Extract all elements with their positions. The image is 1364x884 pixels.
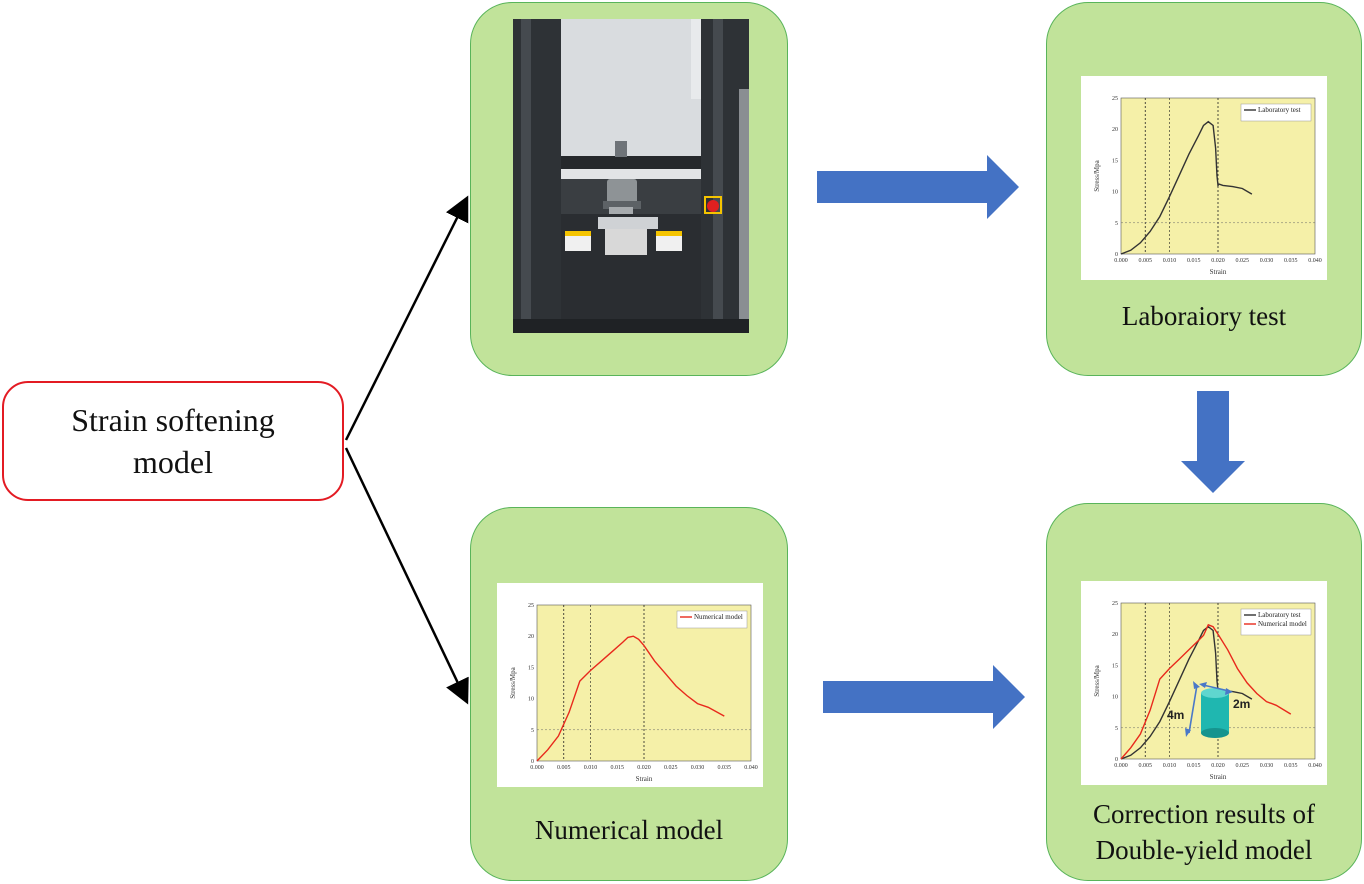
x-tick-label: 0.000	[1114, 258, 1128, 264]
y-axis-label: Stress/Mpa	[1093, 159, 1101, 191]
y-tick-label: 15	[528, 665, 534, 671]
y-tick-label: 5	[531, 728, 534, 734]
legend-box	[676, 610, 748, 629]
y-tick-label: 15	[1112, 158, 1118, 164]
numerical-model-chart: 0.000 0.005 0.010 0.015 0.020 0.025 0.030 0.035…	[497, 583, 763, 787]
y-axis-label: Stress/Mpa	[1093, 664, 1101, 696]
height-dimension-arrow	[1188, 684, 1198, 734]
photo-label-center	[605, 229, 647, 255]
test-machine-card	[470, 2, 788, 376]
arrowhead-icon	[1199, 682, 1207, 688]
x-tick-label: 0.030	[691, 765, 705, 771]
laboratory-test-label: Laboraiory test	[1121, 301, 1287, 331]
testing-machine-illustration	[513, 19, 749, 333]
x-tick-label: 0.015	[1187, 763, 1201, 769]
series-line	[1120, 623, 1292, 760]
y-tick-label: 0	[1115, 757, 1118, 763]
x-tick-label: 0.010	[1163, 258, 1177, 264]
y-tick-label: 10	[1112, 190, 1118, 196]
x-tick-label: 0.040	[1308, 258, 1322, 264]
diameter-dimension-arrow	[1202, 684, 1230, 692]
testing-machine-photo	[513, 19, 749, 333]
x-tick-label: 0.000	[1114, 763, 1128, 769]
series-line	[536, 635, 725, 762]
legend-entry: Laboratory test	[1258, 106, 1301, 114]
legend-box	[1240, 103, 1312, 122]
y-tick-label: 25	[1112, 96, 1118, 102]
cylinder-top	[1201, 688, 1229, 698]
x-tick-label: 0.030	[1260, 763, 1274, 769]
correction-chart-svg: 0.000 0.005 0.010 0.015 0.020 0.025 0.030 0.035…	[1093, 601, 1322, 781]
cylinder-body	[1201, 693, 1229, 733]
y-tick-label: 10	[1112, 695, 1118, 701]
x-tick-label: 0.005	[1139, 258, 1153, 264]
x-tick-label: 0.010	[584, 765, 598, 771]
arrow-to-numerical-card	[344, 447, 469, 705]
x-axis-label: Strain	[1210, 773, 1227, 781]
legend-entry: Numerical model	[694, 613, 743, 621]
arrowhead-icon	[1193, 681, 1200, 689]
series-line	[1120, 120, 1253, 255]
x-tick-label: 0.035	[718, 765, 732, 771]
x-axis-label: Strain	[1210, 268, 1227, 276]
x-axis-label: Strain	[636, 775, 653, 783]
x-tick-label: 0.025	[664, 765, 678, 771]
x-tick-label: 0.025	[1236, 258, 1250, 264]
height-annotation: 4m	[1167, 708, 1184, 722]
x-tick-label: 0.040	[744, 765, 758, 771]
x-tick-label: 0.035	[1284, 258, 1298, 264]
numerical-model-label: Numerical model	[534, 815, 724, 845]
numerical-model-card: 0.000 0.005 0.010 0.015 0.020 0.025 0.030 0.035…	[470, 507, 788, 881]
y-tick-label: 10	[528, 697, 534, 703]
legend-entry: Laboratory test	[1258, 611, 1301, 619]
arrowhead-icon	[1225, 688, 1233, 695]
numerical-chart-svg: 0.000 0.005 0.010 0.015 0.020 0.025 0.030 0.035…	[509, 603, 758, 783]
cylinder-base	[1201, 728, 1229, 738]
y-tick-label: 15	[1112, 663, 1118, 669]
x-tick-label: 0.015	[611, 765, 625, 771]
x-tick-label: 0.020	[1211, 763, 1225, 769]
x-tick-label: 0.020	[1211, 258, 1225, 264]
y-tick-label: 5	[1115, 726, 1118, 732]
correction-label-line2: Double-yield model	[1095, 835, 1313, 865]
x-tick-label: 0.020	[637, 765, 651, 771]
x-tick-label: 0.030	[1260, 258, 1274, 264]
y-tick-label: 0	[531, 759, 534, 765]
diameter-annotation: 2m	[1233, 697, 1250, 711]
emergency-stop-icon	[707, 200, 719, 212]
x-tick-label: 0.005	[557, 765, 571, 771]
x-tick-label: 0.010	[1163, 763, 1177, 769]
y-tick-label: 20	[528, 634, 534, 640]
y-tick-label: 0	[1115, 252, 1118, 258]
correction-label-line1: Correction results of	[1093, 799, 1315, 829]
legend-entry: Numerical model	[1258, 620, 1307, 628]
y-tick-label: 25	[528, 603, 534, 609]
x-tick-label: 0.025	[1236, 763, 1250, 769]
x-tick-label: 0.040	[1308, 763, 1322, 769]
y-axis-label: Stress/Mpa	[509, 666, 517, 698]
arrow-to-photo-card	[344, 195, 469, 441]
y-tick-label: 25	[1112, 601, 1118, 607]
start-node-line2: model	[133, 444, 213, 480]
x-tick-label: 0.000	[530, 765, 544, 771]
correction-results-chart: 0.000 0.005 0.010 0.015 0.020 0.025 0.030 0.035…	[1081, 581, 1327, 785]
y-tick-label: 20	[1112, 632, 1118, 638]
correction-results-card: 0.000 0.005 0.010 0.015 0.020 0.025 0.030 0.035…	[1046, 503, 1362, 881]
y-tick-label: 5	[1115, 221, 1118, 227]
x-tick-label: 0.015	[1187, 258, 1201, 264]
start-node-line1: Strain softening	[71, 402, 275, 438]
legend-box	[1240, 608, 1312, 636]
lab-chart-svg: 0.000 0.005 0.010 0.015 0.020 0.025 0.030 0.035…	[1093, 96, 1322, 276]
x-tick-label: 0.035	[1284, 763, 1298, 769]
laboratory-test-card: 0.000 0.005 0.010 0.015 0.020 0.025 0.030 0.035…	[1046, 2, 1362, 376]
x-tick-label: 0.005	[1139, 763, 1153, 769]
strain-softening-model-box: Strain softening model	[2, 381, 344, 501]
arrowhead-icon	[1185, 728, 1191, 737]
laboratory-test-chart: 0.000 0.005 0.010 0.015 0.020 0.025 0.030 0.035…	[1081, 76, 1327, 280]
y-tick-label: 20	[1112, 127, 1118, 133]
